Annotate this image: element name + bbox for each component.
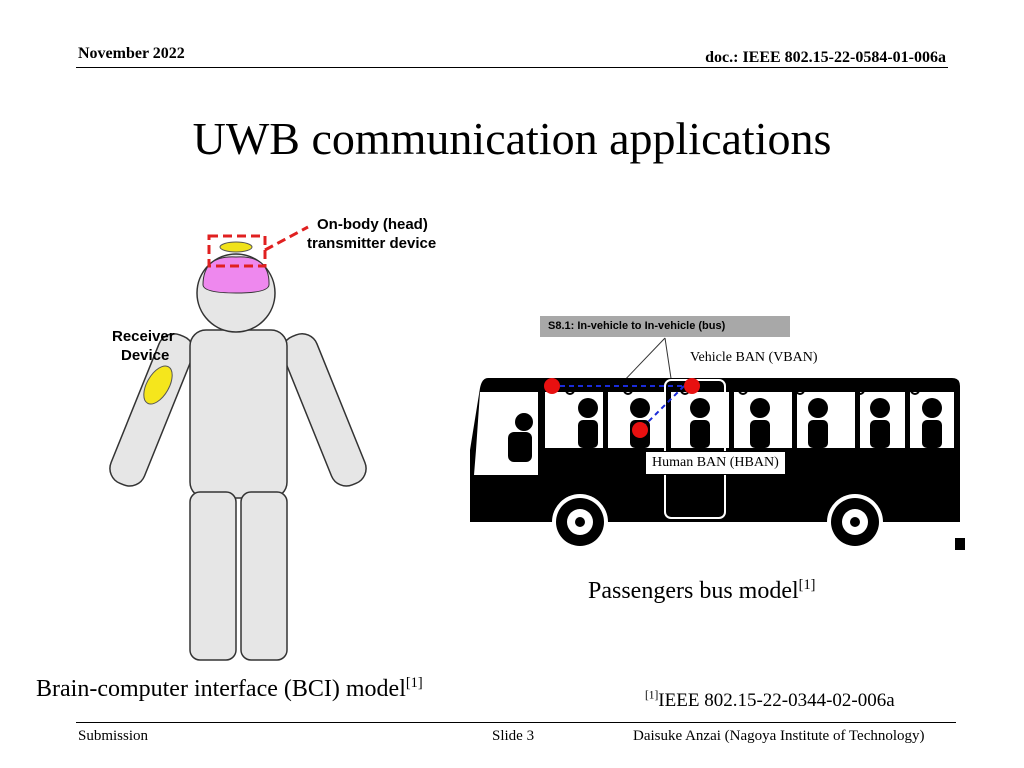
receiver-label-line2: Device — [121, 347, 169, 364]
bus-diagram — [470, 337, 965, 550]
bci-caption: Brain-computer interface (BCI) model[1] — [36, 675, 423, 702]
bus-caption-ref: [1] — [798, 577, 816, 593]
bci-caption-ref: [1] — [405, 675, 423, 691]
hban-label: Human BAN (HBAN) — [645, 451, 786, 475]
receiver-label-line1: Receiver — [112, 328, 175, 345]
ban-node-left — [544, 378, 560, 394]
scenario-header: S8.1: In-vehicle to In-vehicle (bus) — [540, 316, 790, 337]
receiver-device — [143, 365, 173, 405]
header-divider — [76, 67, 948, 68]
head-transmitter-device — [219, 241, 253, 253]
ban-node-passenger — [632, 422, 648, 438]
wheels — [552, 494, 883, 550]
hban-link — [641, 385, 685, 429]
transmitter-label-line1: On-body (head) — [317, 216, 428, 233]
brain-region — [202, 256, 270, 294]
left-arm — [109, 333, 195, 487]
bus-caption: Passengers bus model[1] — [588, 577, 816, 604]
reference-note: [1]IEEE 802.15-22-0344-02-006a — [645, 689, 895, 711]
header-date: November 2022 — [78, 45, 185, 62]
header-doc-id: doc.: IEEE 802.15-22-0584-01-006a — [705, 49, 946, 66]
footer-submission: Submission — [78, 728, 149, 744]
ban-node-right — [684, 378, 700, 394]
footer-divider — [76, 722, 956, 723]
transmitter-label-line2: transmitter device — [307, 235, 436, 252]
bci-body-diagram: On-body (head) transmitter device Receiv… — [109, 216, 436, 661]
footer-author: Daisuke Anzai (Nagoya Institute of Techn… — [633, 728, 925, 744]
reference-marker: [1] — [645, 689, 659, 702]
slide-title: UWB communication applications — [192, 113, 832, 164]
right-leg — [240, 491, 288, 661]
transmitter-pointer — [264, 225, 309, 252]
left-leg — [189, 491, 237, 661]
torso — [189, 329, 288, 499]
vban-label: Vehicle BAN (VBAN) — [690, 350, 818, 365]
right-arm — [281, 333, 367, 487]
transmitter-highlight-box — [207, 234, 267, 268]
footer-slide-number: Slide 3 — [492, 728, 535, 744]
